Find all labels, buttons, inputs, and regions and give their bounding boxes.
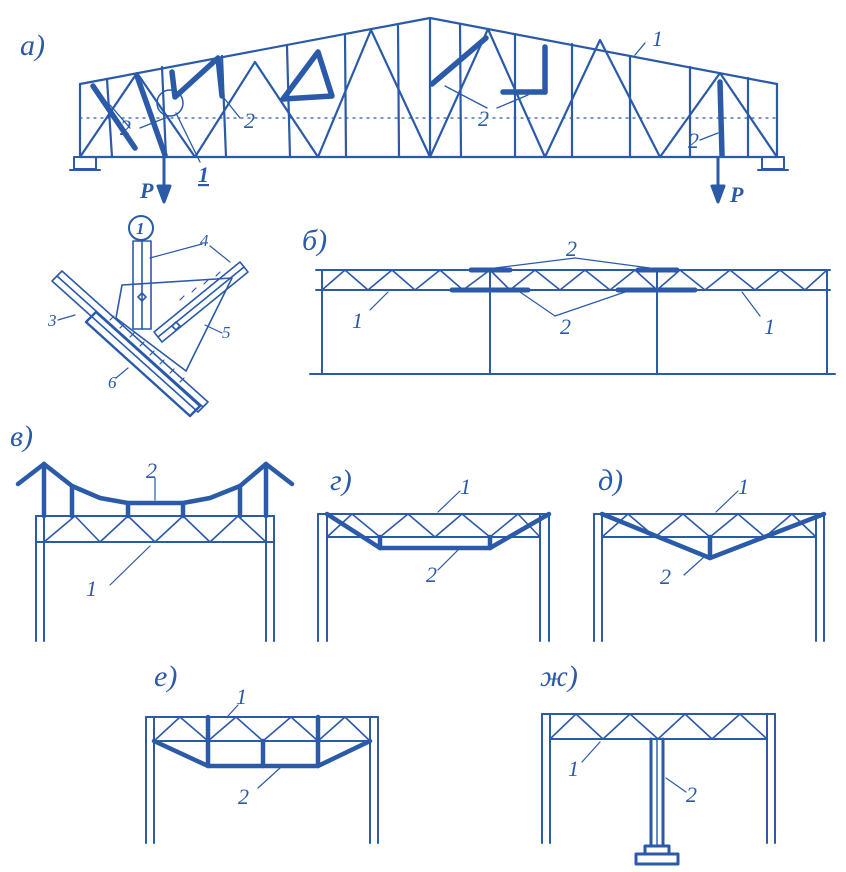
callout-v-2: 2	[146, 458, 157, 483]
labels: а) 1 2 2 2 2 1 P P 1 4 3 5 6 б) 2 2 1 1 …	[10, 26, 775, 809]
callout-d-1: 1	[738, 474, 749, 499]
callout-e-2: 2	[238, 784, 249, 809]
label-e: е)	[154, 660, 177, 693]
callout-zh-2: 2	[686, 782, 697, 807]
label-g: г)	[330, 464, 352, 497]
callout-b-1-left: 1	[352, 308, 363, 333]
callout-node-4: 4	[200, 231, 209, 250]
callout-a-2-right: 2	[478, 106, 489, 131]
callout-d-2: 2	[660, 564, 671, 589]
frame-v	[15, 461, 295, 642]
callout-g-2: 2	[426, 562, 437, 587]
label-b: б)	[302, 224, 327, 257]
callout-zh-1: 1	[568, 756, 579, 781]
callout-a-2-post: 2	[688, 128, 699, 153]
node-circle-label: 1	[136, 219, 145, 238]
top-chord	[78, 16, 779, 86]
callout-a-1: 1	[652, 26, 663, 51]
callout-b-2-top: 2	[566, 236, 577, 261]
frame-zh	[541, 713, 776, 866]
force-p-right: P	[729, 182, 744, 207]
reinforcing-elements	[90, 35, 725, 158]
callout-b-1-right: 1	[764, 314, 775, 339]
label-d: д)	[598, 464, 623, 497]
label-a: а)	[20, 29, 45, 62]
callout-g-1: 1	[460, 474, 471, 499]
callout-node-3: 3	[47, 311, 57, 330]
frame-b	[309, 257, 836, 375]
frame-g	[317, 490, 552, 642]
frame-e	[145, 704, 379, 844]
callout-b-2-bottom: 2	[560, 314, 571, 339]
force-p-left: P	[139, 178, 154, 203]
callout-v-1: 1	[86, 576, 97, 601]
callout-e-1: 1	[236, 684, 247, 709]
label-v: в)	[10, 420, 33, 453]
callout-node-5: 5	[222, 323, 231, 342]
callout-node-6: 6	[108, 373, 117, 392]
label-zh: ж)	[540, 660, 578, 693]
truss-a	[69, 16, 789, 204]
frame-d	[593, 490, 827, 642]
node-detail	[51, 215, 249, 418]
callout-a-2-mid: 2	[244, 108, 255, 133]
callout-a-2-left: 2	[120, 115, 131, 140]
callout-node-1: 1	[198, 162, 209, 187]
